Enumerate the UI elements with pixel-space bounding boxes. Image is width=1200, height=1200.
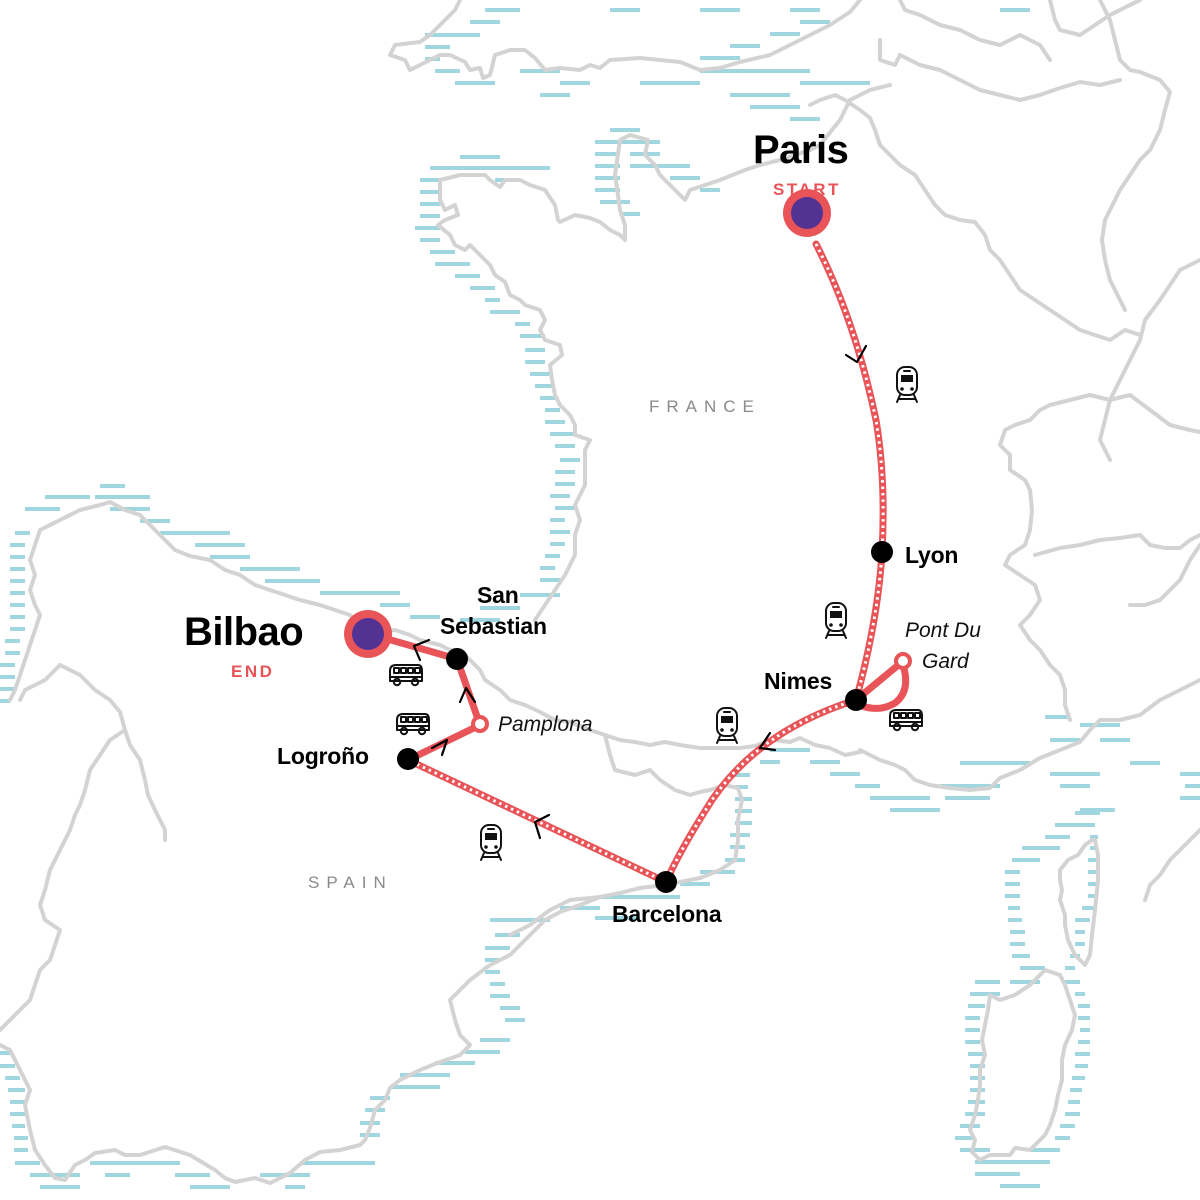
leg-paris-lyon	[812, 240, 887, 556]
train-icon	[825, 602, 847, 639]
direction-arrow-icon	[458, 686, 477, 704]
direction-arrows	[412, 344, 868, 840]
city-label-lyon: Lyon	[905, 542, 959, 568]
city-label-pontdugard-line1: Pont Du	[905, 619, 981, 642]
sea-hatching	[0, 8, 1200, 1189]
country-label-spain: SPAIN	[308, 873, 393, 892]
direction-arrow-icon	[412, 638, 431, 662]
city-label-sansebastian-line2: Sebastian	[440, 613, 547, 639]
city-label-bilbao: Bilbao	[184, 610, 304, 654]
bus-icon	[389, 664, 423, 687]
direction-arrow-icon	[844, 344, 868, 364]
bus-icon	[396, 713, 430, 736]
leg-lyon-nimes	[852, 548, 886, 704]
train-icon	[480, 824, 502, 861]
train-icon	[716, 707, 738, 744]
bus-icon	[889, 709, 923, 732]
end-marker-bilbao[interactable]	[344, 610, 392, 658]
stop-marker-pamplona[interactable]	[471, 715, 489, 733]
start-marker-paris[interactable]	[783, 189, 831, 237]
leg-nimes-pontdugard	[852, 658, 910, 712]
city-label-nimes: Nimes	[764, 668, 833, 694]
stop-marker-nimes[interactable]	[845, 689, 867, 711]
city-label-pamplona: Pamplona	[498, 713, 593, 736]
city-label-barcelona: Barcelona	[612, 901, 722, 927]
stop-marker-sansebastian[interactable]	[446, 648, 468, 670]
stop-marker-pontdugard[interactable]	[894, 652, 912, 670]
stop-marker-barcelona[interactable]	[655, 871, 677, 893]
route-legs	[366, 240, 910, 886]
train-icon	[896, 366, 918, 403]
city-label-pontdugard-line2: Gard	[922, 650, 969, 673]
stop-marker-lyon[interactable]	[871, 541, 893, 563]
direction-arrow-icon	[533, 813, 551, 840]
stop-marker-logrono[interactable]	[397, 748, 419, 770]
direction-arrow-icon	[758, 731, 777, 752]
stop-markers	[344, 189, 912, 893]
direction-arrow-icon	[430, 738, 449, 757]
city-label-paris: Paris	[753, 128, 849, 172]
city-label-logrono: Logroño	[277, 743, 369, 769]
end-tag: END	[231, 662, 275, 681]
leg-nimes-barcelona	[662, 696, 860, 886]
start-tag: START	[773, 180, 841, 199]
city-label-sansebastian-line1: San	[477, 582, 519, 608]
country-label-france: FRANCE	[649, 397, 761, 416]
